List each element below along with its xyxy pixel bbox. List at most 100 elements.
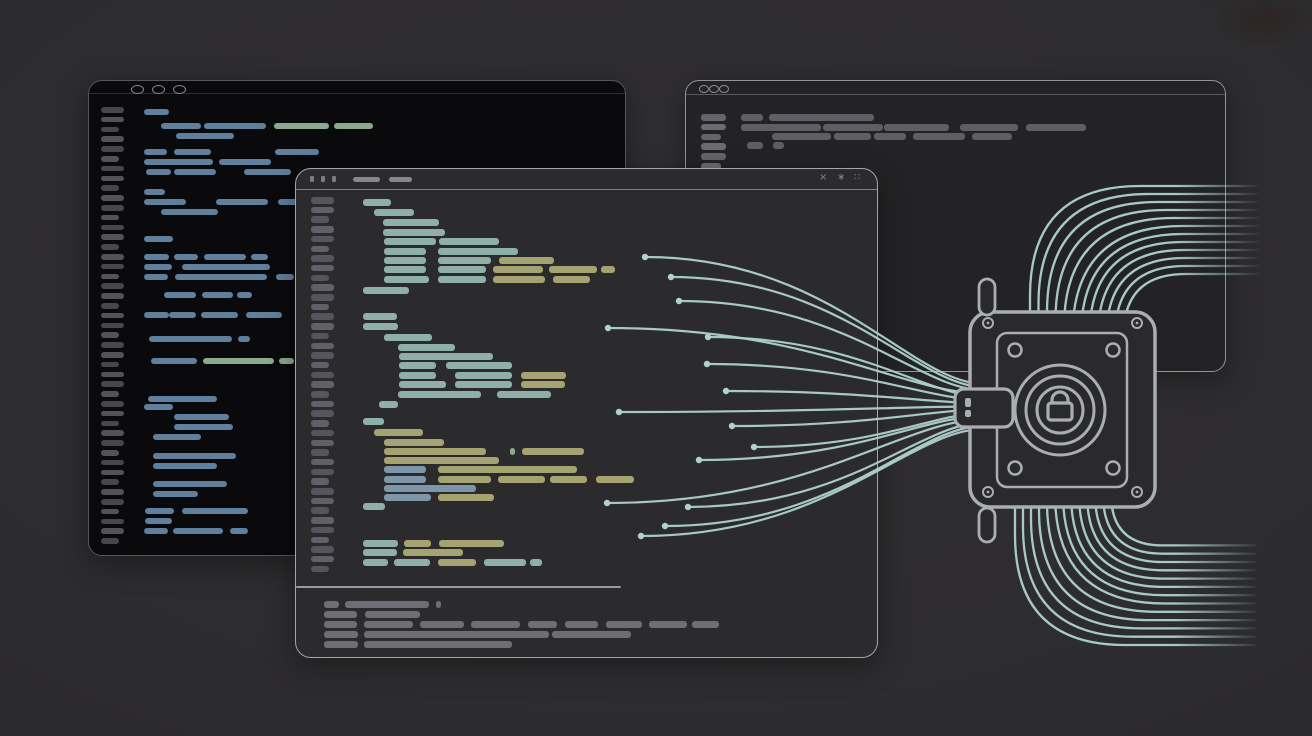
code-line-bar xyxy=(692,621,719,628)
gutter-bar xyxy=(311,303,329,311)
code-line-bar xyxy=(522,448,584,455)
code-line-bar xyxy=(493,276,545,283)
gutter-bar xyxy=(101,175,124,182)
code-line-bar xyxy=(399,353,493,360)
gutter-bar xyxy=(311,410,334,417)
code-line-bar xyxy=(384,448,486,455)
gutter-bar xyxy=(101,185,119,191)
gutter-bar xyxy=(311,488,334,495)
code-line-bar xyxy=(144,404,173,410)
code-line-bar xyxy=(384,276,429,283)
code-line-bar xyxy=(455,372,512,379)
gutter-bar xyxy=(311,216,329,223)
code-line-bar xyxy=(363,287,409,294)
gutter-bar xyxy=(101,126,119,133)
code-line-bar xyxy=(153,491,198,497)
code-line-bar xyxy=(365,611,420,618)
gutter-bar xyxy=(101,430,124,436)
flow-line xyxy=(1037,488,1258,622)
code-line-bar xyxy=(182,508,248,514)
gutter-bar xyxy=(101,469,124,476)
gutter-bar xyxy=(101,332,119,338)
code-line-bar xyxy=(144,528,168,534)
code-line-bar xyxy=(345,601,429,608)
code-line-bar xyxy=(145,508,174,514)
code-line-bar xyxy=(398,391,481,398)
gutter-bar xyxy=(101,479,119,485)
code-line-bar xyxy=(521,372,566,379)
code-line-bar xyxy=(144,312,169,318)
code-line-bar xyxy=(246,312,282,318)
gutter-bar xyxy=(101,322,124,329)
code-line-bar xyxy=(363,323,398,330)
gutter-bar xyxy=(311,245,329,252)
code-line-bar xyxy=(913,133,965,140)
code-line-bar xyxy=(773,142,784,149)
flow-line xyxy=(1069,488,1258,589)
code-line-bar xyxy=(649,621,687,628)
code-line-bar xyxy=(324,621,357,628)
flow-line xyxy=(1021,488,1258,638)
gutter-bar xyxy=(311,400,334,408)
gutter-bar xyxy=(101,293,124,299)
code-line-bar xyxy=(438,266,486,273)
gutter-bar xyxy=(101,352,124,358)
window-control-dot xyxy=(699,85,709,93)
gutter-bar xyxy=(311,235,334,243)
gutter-bar xyxy=(101,489,124,495)
code-line-bar xyxy=(169,312,196,318)
code-line-bar xyxy=(324,611,357,618)
code-line-bar xyxy=(182,264,270,270)
gutter-bar xyxy=(311,391,329,398)
code-line-bar xyxy=(439,238,499,245)
flow-line xyxy=(1085,488,1258,572)
code-line-bar xyxy=(363,418,384,425)
code-line-bar xyxy=(471,621,520,628)
code-line-bar xyxy=(438,248,518,255)
gutter-bar xyxy=(101,195,124,201)
window-control-dot xyxy=(173,85,186,94)
flow-line xyxy=(1077,488,1258,580)
code-line-bar xyxy=(552,631,631,638)
code-line-bar xyxy=(530,559,542,566)
code-line-bar xyxy=(219,159,271,165)
titlebar-separator xyxy=(296,189,877,190)
code-line-bar xyxy=(874,133,906,140)
gutter-bar xyxy=(101,156,119,162)
code-line-bar xyxy=(144,149,167,155)
lock-ring xyxy=(1013,363,1107,457)
code-line-bar xyxy=(1026,124,1086,131)
code-line-bar xyxy=(497,391,551,398)
gutter-bar xyxy=(101,450,119,456)
flow-line xyxy=(1053,488,1258,605)
titlebar-separator xyxy=(89,93,625,94)
code-line-bar xyxy=(174,169,216,175)
code-line-bar xyxy=(363,540,398,547)
lock-pin xyxy=(977,506,997,544)
code-line-bar xyxy=(275,149,319,155)
code-line-bar xyxy=(438,494,494,501)
code-line-bar xyxy=(553,276,590,283)
code-line-bar xyxy=(438,257,491,264)
code-line-bar xyxy=(279,358,294,364)
gutter-bar xyxy=(311,294,334,301)
code-line-bar xyxy=(230,528,248,534)
corner-screw-dot xyxy=(1135,490,1139,494)
code-line-bar xyxy=(174,149,211,155)
gutter-bar xyxy=(101,361,119,368)
code-line-bar xyxy=(153,434,201,440)
padlock-body-icon xyxy=(1046,401,1074,422)
flow-line xyxy=(1045,488,1258,613)
code-line-bar xyxy=(175,274,267,280)
gutter-bar xyxy=(311,197,334,204)
code-line-bar xyxy=(324,631,358,638)
code-line-bar xyxy=(439,540,504,547)
code-line-bar xyxy=(148,396,217,402)
gutter-bar xyxy=(311,429,334,437)
code-line-bar xyxy=(364,641,512,648)
code-line-bar xyxy=(274,123,329,129)
code-line-bar xyxy=(384,238,436,245)
padlock-shackle-icon xyxy=(1050,390,1070,405)
code-line-bar xyxy=(399,381,446,388)
